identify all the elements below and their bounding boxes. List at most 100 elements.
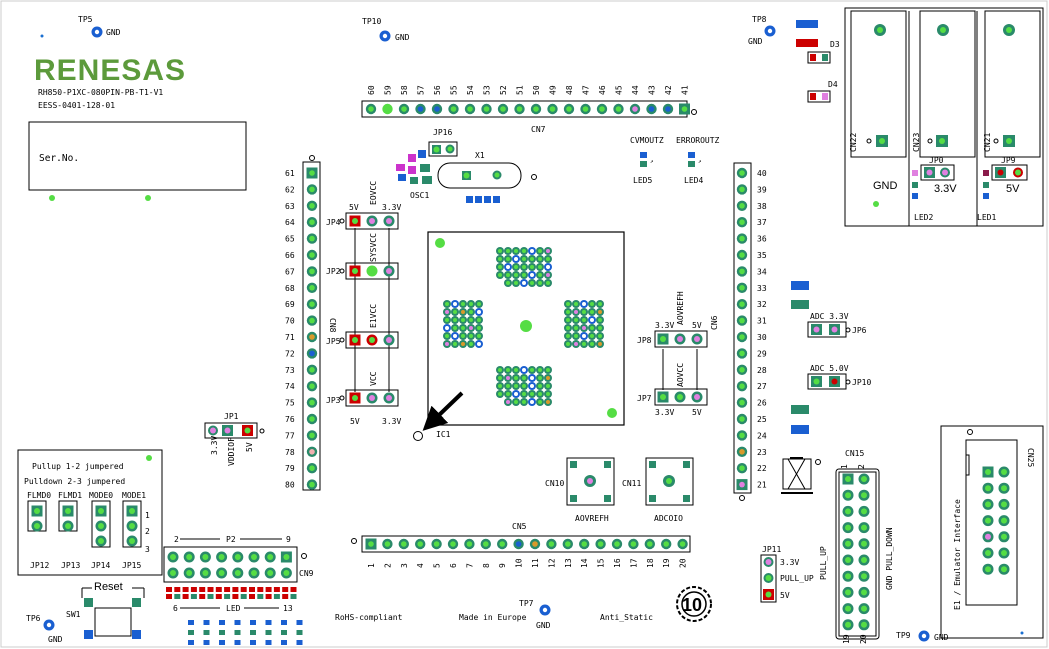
ic1-pad-hole <box>498 257 502 261</box>
jumper-hole <box>386 337 392 343</box>
ic1-pad-hole <box>538 257 542 261</box>
cn6-pin <box>736 249 748 261</box>
ic1-pad-hole <box>514 392 518 396</box>
svg-text:ADCOIO: ADCOIO <box>654 514 683 523</box>
svg-text:D3: D3 <box>830 40 840 49</box>
ic1-pad-hole <box>469 318 473 322</box>
svg-text:19: 19 <box>842 634 851 644</box>
cn8-pin-label: 61 <box>285 169 295 178</box>
cn7-pin <box>365 103 377 115</box>
ic1-pad-hole <box>453 326 457 330</box>
cn8-pin <box>306 430 318 441</box>
jp1: JP1 3.3V VDDIOF 5V <box>204 412 265 466</box>
cn6-pin-label: 35 <box>757 251 767 260</box>
ic1-pad-hole <box>574 302 578 306</box>
ic1-pad-hole <box>530 257 534 261</box>
cn8-pin-label: 62 <box>285 185 295 194</box>
cn5-pin-label: 11 <box>531 558 540 568</box>
cn6-pin <box>736 299 748 310</box>
jumper-hole <box>369 395 375 401</box>
svg-text:CVMOUTZ: CVMOUTZ <box>630 136 664 145</box>
svg-text:GND PULL_DOWN: GND PULL_DOWN <box>885 527 894 590</box>
ic1-pad-hole <box>522 281 526 285</box>
cn7-pin <box>464 103 476 115</box>
cn11: CN11 ADCOIO <box>622 457 694 523</box>
svg-text:CN15: CN15 <box>845 449 864 458</box>
cn7-pin-label: 46 <box>598 85 607 95</box>
svg-text:SW1: SW1 <box>66 610 81 619</box>
cn6-pin <box>736 315 748 326</box>
svg-text:TP7: TP7 <box>519 599 534 608</box>
ic1-pad-hole <box>461 342 465 346</box>
cn8-pin <box>306 282 318 293</box>
ic1-pad-hole <box>506 273 510 277</box>
led-resistor <box>273 594 280 599</box>
col-flmd1: FLMD1 <box>58 491 82 500</box>
led-label: LED <box>226 604 241 613</box>
svg-text:↗: ↗ <box>698 158 702 165</box>
ic1-pad-hole <box>469 310 473 314</box>
cn6-pin-label: 33 <box>757 284 767 293</box>
svg-text:TP8: TP8 <box>752 15 767 24</box>
col-mode1: MODE1 <box>122 491 146 500</box>
x1-crystal <box>437 162 522 189</box>
tp10: TP10 GND <box>362 17 410 42</box>
cn15-pin-hole <box>861 605 867 612</box>
cn6-pin-label: 26 <box>757 399 767 408</box>
jp11: JP11 3.3V PULL_UP 5V <box>760 545 814 603</box>
ic1-pad-hole <box>461 318 465 322</box>
cn6-pin <box>736 348 748 359</box>
cn7-pin-label: 59 <box>384 85 393 95</box>
cn15-pin-hole <box>861 492 867 499</box>
cn5-pin-label: 17 <box>629 558 638 568</box>
ic1-pad-hole <box>530 265 534 269</box>
power-jumper-pads <box>339 212 399 407</box>
cn6-pin <box>736 364 748 375</box>
ic1-pad-hole <box>461 302 465 306</box>
led-resistor <box>282 587 289 592</box>
cn8-pin-label: 64 <box>285 218 295 227</box>
cn25-pin-hole <box>985 566 991 573</box>
cn8-pin-label: 79 <box>285 464 295 473</box>
svg-text:Reset: Reset <box>94 581 123 593</box>
ic1-pad-hole <box>546 249 550 253</box>
cn8-pin <box>306 249 318 261</box>
led-resistor <box>174 587 181 592</box>
cn5-pin <box>382 538 393 550</box>
ic1-pad-hole <box>498 392 502 396</box>
cn7-pin-label: 52 <box>499 85 508 95</box>
cn5-pin <box>497 538 508 550</box>
cn7-pin <box>662 103 674 115</box>
svg-text:CN25: CN25 <box>1026 448 1035 467</box>
cn7-pin <box>415 103 426 115</box>
pullup-pins <box>27 500 142 548</box>
ic1-pad-hole <box>538 384 542 388</box>
p2-pin-hole <box>170 554 176 560</box>
reset-switch[interactable]: Reset SW1 <box>66 581 145 639</box>
jumper-hole <box>677 336 683 342</box>
x1-label: X1 <box>475 151 485 160</box>
jp14-label: JP14 <box>91 561 110 570</box>
jumper-hole <box>65 508 71 514</box>
rohs-text: RoHS-compliant <box>335 613 403 622</box>
jumper-hole <box>129 538 135 544</box>
svg-text:VDDIOF: VDDIOF <box>227 437 236 466</box>
jp5: JP5 E1VCC <box>326 304 378 346</box>
cn8-pin-label: 67 <box>285 267 295 276</box>
ic1-pad-hole <box>530 384 534 388</box>
cn8-pin-label: 76 <box>285 415 295 424</box>
power-jumper <box>345 389 399 407</box>
ic1-pad-hole <box>530 400 534 404</box>
cn7-pin <box>679 103 690 115</box>
ic1-pad-hole <box>598 318 602 322</box>
cn15-pin-hole <box>845 605 851 612</box>
ic1-pad-hole <box>598 310 602 314</box>
cn5-pin-label: 14 <box>580 558 589 568</box>
cn5-pin-label: 7 <box>465 563 474 568</box>
ic1-pad-hole <box>590 318 594 322</box>
ic1-pad-hole <box>546 257 550 261</box>
p2-pin-hole <box>202 554 209 560</box>
pullup-box <box>17 449 163 576</box>
ic1-pad-hole <box>574 318 578 322</box>
